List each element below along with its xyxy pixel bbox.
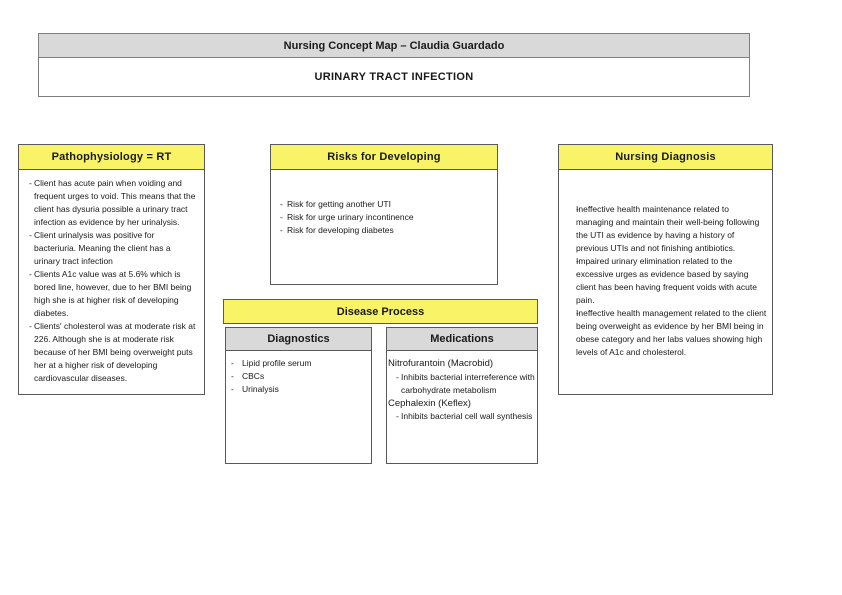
list-item: - CBCs (226, 370, 368, 383)
bullet-dash: - (280, 212, 283, 222)
risks-list: - Risk for getting another UTI - Risk fo… (271, 170, 497, 237)
list-item-text: Impaired urinary elimination related to … (576, 256, 757, 305)
concept-map-title: Nursing Concept Map – Claudia Guardado (39, 34, 749, 58)
list-item: - Client urinalysis was positive for bac… (19, 229, 198, 268)
bullet-dash: - (29, 269, 32, 279)
pathophysiology-list: - Client has acute pain when voiding and… (19, 170, 204, 385)
bullet-dash: - (280, 225, 283, 235)
diagnostics-box: Diagnostics - Lipid profile serum - CBCs… (225, 327, 372, 464)
bullet-dash: - (231, 358, 234, 368)
pathophysiology-box: Pathophysiology = RT - Client has acute … (18, 144, 205, 395)
medication-name: Cephalexin (Keflex) (388, 397, 471, 409)
list-item-text: Urinalysis (242, 384, 279, 394)
medication-effect: Inhibits bacterial interreference with c… (401, 371, 535, 395)
nursing-diagnosis-list: - Ineffective health maintenance related… (559, 170, 772, 359)
list-item-text: Clients A1c value was at 5.6% which is b… (34, 269, 192, 318)
list-item: - Risk for developing diabetes (271, 224, 491, 237)
concept-map-subtitle: URINARY TRACT INFECTION (314, 71, 474, 83)
list-item: - Ineffective health maintenance related… (559, 203, 767, 255)
list-item-text: Risk for getting another UTI (287, 199, 391, 209)
diagnostics-header: Diagnostics (226, 328, 371, 351)
bullet-dash: - (29, 178, 32, 188)
list-item-text: Lipid profile serum (242, 358, 312, 368)
bullet-dash: - (29, 321, 32, 331)
list-item: - Lipid profile serum (226, 357, 368, 370)
list-item: - Ineffective health management related … (559, 307, 767, 359)
bullet-dash: - (576, 256, 579, 266)
nursing-diagnosis-header: Nursing Diagnosis (559, 145, 772, 170)
list-item: - Clients' cholesterol was at moderate r… (19, 320, 198, 385)
list-item-text: Risk for urge urinary incontinence (287, 212, 414, 222)
list-item: - Client has acute pain when voiding and… (19, 177, 198, 229)
list-item: - Inhibits bacterial interreference with… (388, 371, 536, 397)
pathophysiology-header: Pathophysiology = RT (19, 145, 204, 170)
list-item: - Inhibits bacterial cell wall synthesis (388, 410, 536, 423)
bullet-dash: - (396, 411, 399, 421)
list-item: - Clients A1c value was at 5.6% which is… (19, 268, 198, 320)
concept-map-title-box: Nursing Concept Map – Claudia Guardado U… (38, 33, 750, 97)
list-item-text: Client urinalysis was positive for bacte… (34, 230, 171, 266)
bullet-dash: - (576, 204, 579, 214)
list-item: - Risk for getting another UTI (271, 198, 491, 211)
list-item-text: CBCs (242, 371, 265, 381)
medications-header: Medications (387, 328, 537, 351)
list-item-text: Clients' cholesterol was at moderate ris… (34, 321, 196, 383)
medications-box: Medications Nitrofurantoin (Macrobid) - … (386, 327, 538, 464)
diagnostics-list: - Lipid profile serum - CBCs - Urinalysi… (226, 351, 371, 396)
list-item-text: Client has acute pain when voiding and f… (34, 178, 196, 227)
risks-box: Risks for Developing - Risk for getting … (270, 144, 498, 285)
list-item: - Urinalysis (226, 383, 368, 396)
medications-list: Nitrofurantoin (Macrobid) - Inhibits bac… (387, 351, 537, 423)
risks-header: Risks for Developing (271, 145, 497, 170)
list-item: - Risk for urge urinary incontinence (271, 211, 491, 224)
medication-effect: Inhibits bacterial cell wall synthesis (401, 411, 533, 421)
bullet-dash: - (280, 199, 283, 209)
bullet-dash: - (231, 384, 234, 394)
list-item-text: Ineffective health maintenance related t… (576, 204, 760, 253)
bullet-dash: - (576, 308, 579, 318)
disease-process-header: Disease Process (223, 299, 538, 324)
list-item-text: Ineffective health management related to… (576, 308, 767, 357)
bullet-dash: - (29, 230, 32, 240)
medication-name: Nitrofurantoin (Macrobid) (388, 358, 494, 369)
list-item-text: Risk for developing diabetes (287, 225, 394, 235)
nursing-diagnosis-box: Nursing Diagnosis - Ineffective health m… (558, 144, 773, 395)
bullet-dash: - (396, 371, 399, 382)
list-item: - Impaired urinary elimination related t… (559, 255, 767, 307)
bullet-dash: - (231, 371, 234, 381)
